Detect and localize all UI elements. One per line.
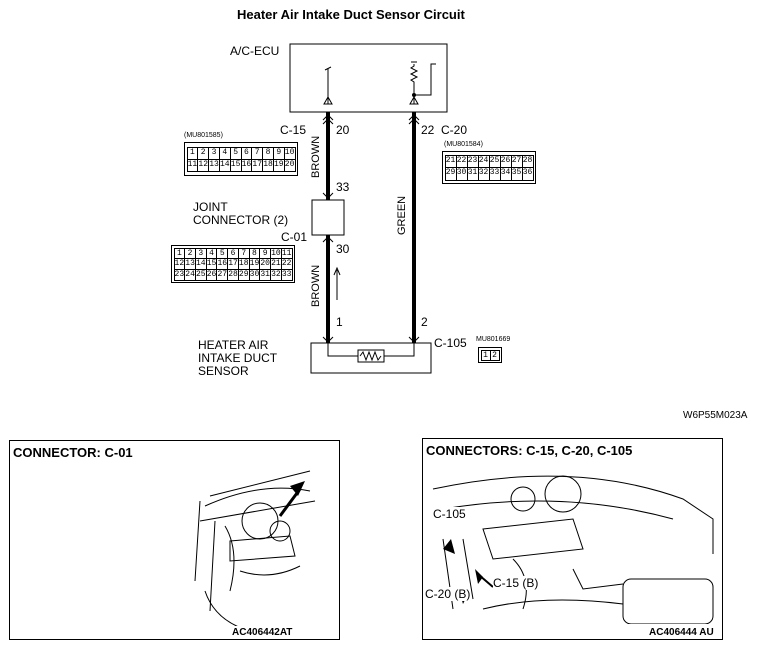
pin-30-label: 30: [336, 242, 350, 256]
c20-pin: 28: [521, 154, 534, 168]
ecu-left-triangle: [323, 95, 333, 105]
joint-connector-box: [311, 199, 345, 236]
sensor-box: [310, 342, 432, 374]
green-color-label: GREEN: [396, 195, 408, 235]
c15-label: C-15: [280, 123, 307, 137]
c105-part-no: MU801669: [476, 336, 511, 343]
wiring-diagram: [289, 43, 448, 374]
ecu-resistor: [409, 64, 419, 104]
pin-2-label: 2: [421, 315, 428, 329]
connectors-c15-c20-c105-panel: CONNECTORS: C-15, C-20, C-105 C-105 C-15…: [422, 438, 723, 640]
pin-20-label: 20: [336, 123, 350, 137]
c20-part-no: (MU801584): [444, 141, 483, 148]
ecu-box: [289, 43, 448, 113]
joint-label-1: JOINT: [193, 200, 228, 214]
connector-c01-panel: CONNECTOR: C-01 AC406442AT: [9, 440, 340, 640]
diagram-title: Heater Air Intake Duct Sensor Circuit: [237, 7, 465, 22]
c105-label: C-105: [434, 336, 467, 350]
brown-color-label-top: BROWN: [310, 135, 322, 178]
c20-label: C-20: [441, 123, 468, 137]
callout-c20: C-20 (B): [425, 587, 471, 601]
ecu-right-triangle: [409, 95, 419, 105]
c20-pin: 36: [521, 167, 534, 181]
sensor-label-2: INTAKE DUCT: [198, 351, 278, 365]
pin-1-label: 1: [336, 315, 343, 329]
pin-22-label: 22: [421, 123, 435, 137]
c01-pin: 33: [280, 268, 293, 281]
c01-location-illustration: [194, 470, 316, 626]
panel-right-title: CONNECTORS: C-15, C-20, C-105: [426, 443, 633, 458]
c15-part-no: (MU801585): [184, 132, 223, 139]
callout-c15: C-15 (B): [493, 576, 539, 590]
ecu-left-tick: [324, 66, 332, 71]
panel-left-title: CONNECTOR: C-01: [13, 445, 133, 460]
callout-c105: C-105: [433, 507, 466, 521]
thermistor-symbol: [357, 349, 385, 363]
c01-arrow-icon: [290, 481, 305, 496]
c01-label: C-01: [281, 230, 308, 244]
sensor-label-1: HEATER AIR: [198, 338, 269, 352]
sensor-label-3: SENSOR: [198, 364, 249, 378]
brown-color-label-bottom: BROWN: [310, 264, 322, 307]
panel-left-code: AC406442AT: [232, 627, 293, 638]
c15-arrow-icon: [475, 569, 483, 584]
c105-pin: 2: [489, 349, 500, 361]
ecu-label: A/C-ECU: [230, 44, 280, 58]
pin-33-label: 33: [336, 180, 350, 194]
figure-code: W6P55M023A: [683, 410, 748, 421]
ecu-sense-line: [414, 63, 436, 96]
c105-connector-face: 1 2: [478, 347, 502, 363]
panel-right-code: AC406444 AU: [649, 627, 714, 638]
c15-pin: 20: [283, 158, 296, 172]
joint-label-2: CONNECTOR (2): [193, 213, 289, 227]
c105-arrow-icon: [443, 539, 455, 554]
